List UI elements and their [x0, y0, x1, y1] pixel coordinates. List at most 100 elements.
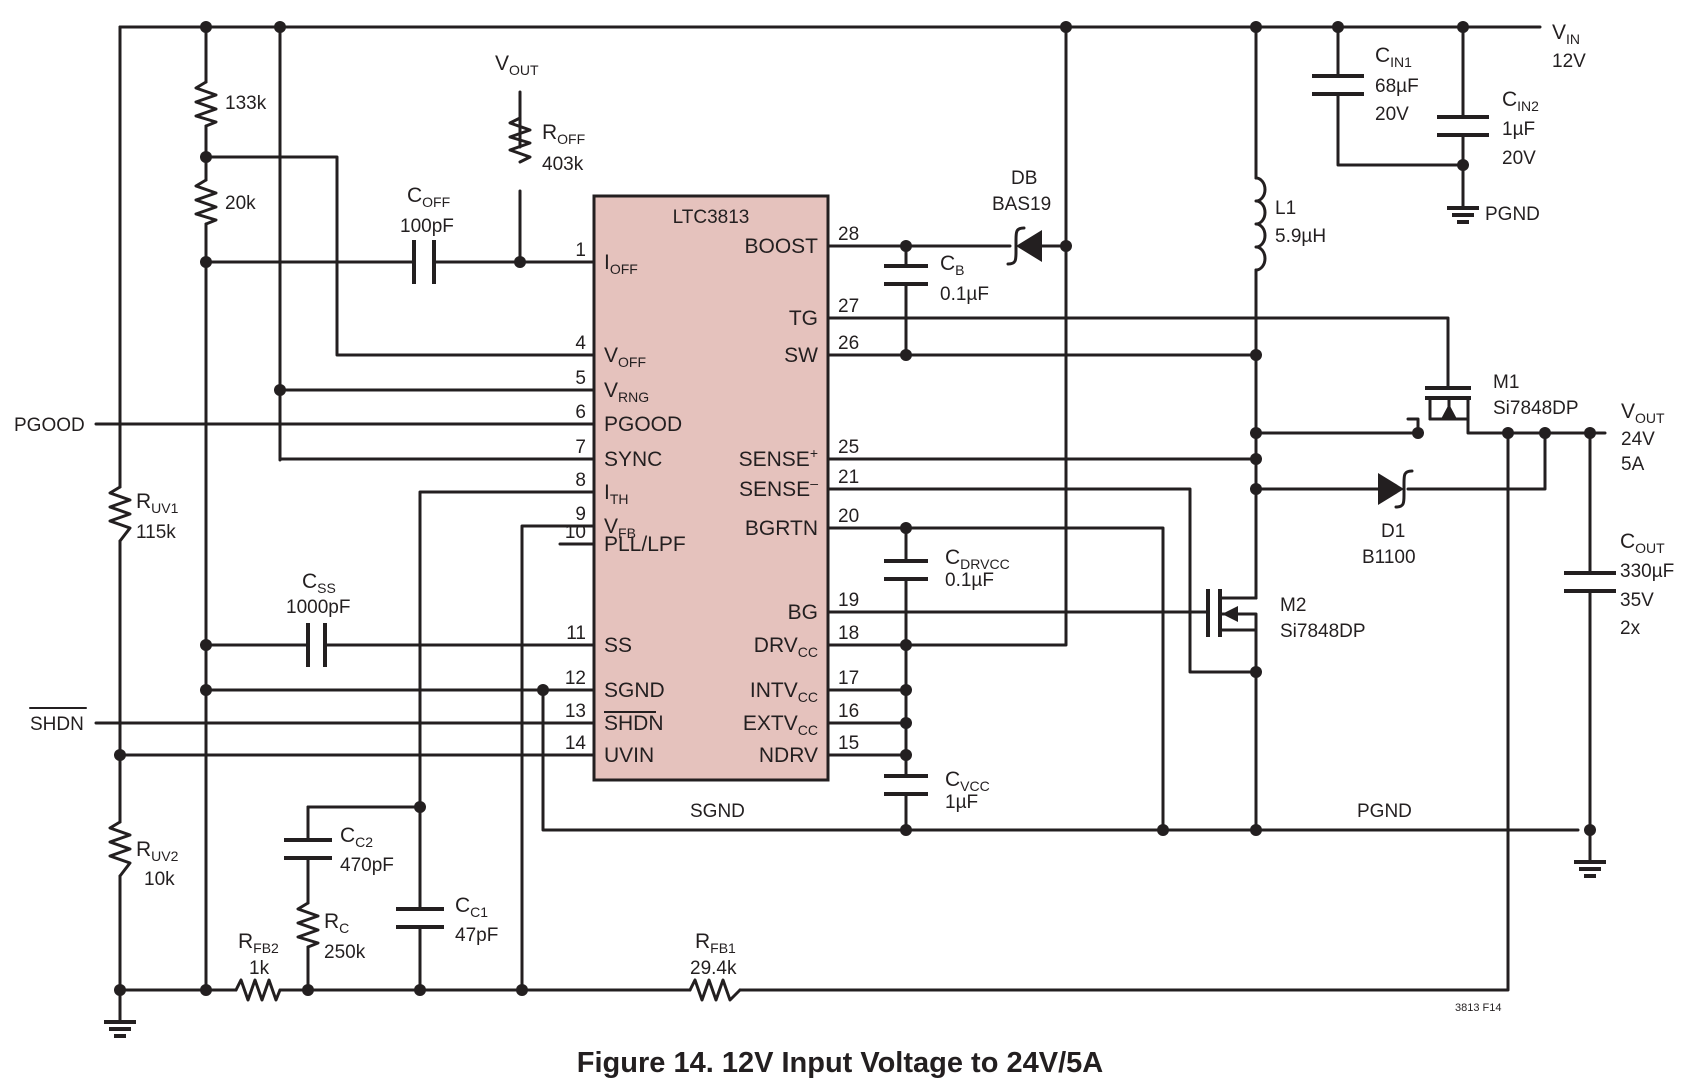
ruv1-label: RUV1: [136, 490, 179, 516]
ic-pin-number: 19: [838, 590, 859, 611]
resistor-rc: [296, 901, 320, 949]
ic-pin-number: 6: [575, 402, 586, 423]
junction-dot: [274, 21, 286, 33]
capacitor-cdrvcc: [884, 559, 928, 581]
ic-pin-label: BGRTN: [745, 517, 818, 540]
vout-label: VOUT: [1621, 400, 1665, 426]
ic-pin-label: EXTVCC: [743, 712, 818, 738]
ic-pin-label: VRNG: [604, 379, 649, 405]
resistor-rfb1: [688, 978, 742, 1002]
ic-pin-number: 5: [575, 368, 586, 389]
ic-pin-number: 7: [575, 437, 586, 458]
db-part: BAS19: [992, 194, 1051, 215]
junction-dot: [1250, 427, 1262, 439]
junction-dot: [1250, 453, 1262, 465]
cvcc-value: 1µF: [945, 792, 978, 813]
capacitor-css: [306, 623, 327, 667]
ic-pin-number: 10: [565, 522, 586, 543]
diode-db: [1006, 226, 1042, 266]
cb-label: CB: [940, 252, 965, 278]
ic-name: LTC3813: [673, 207, 750, 228]
m2-part: Si7848DP: [1280, 621, 1366, 642]
shdn-label: SHDN: [30, 714, 84, 735]
junction-dot: [1332, 21, 1344, 33]
ic-pin-label: SW: [784, 344, 818, 367]
resistors: [108, 80, 742, 1002]
junction-dot: [1250, 824, 1262, 836]
cin1-label: CIN1: [1375, 44, 1412, 70]
ic-pin-labels: 1IOFF4VOFF5VRNG6PGOOD7SYNC8ITH9VFB10PLL/…: [565, 224, 859, 767]
figure-code: 3813 F14: [1455, 1002, 1501, 1014]
ic-pin-label: UVIN: [604, 744, 654, 767]
junction-dot: [900, 349, 912, 361]
cout-label: COUT: [1620, 530, 1665, 556]
junction-dot: [1457, 21, 1469, 33]
ic-pin-number: 26: [838, 333, 859, 354]
cin2-rating: 20V: [1502, 148, 1536, 169]
coff-label: COFF: [407, 184, 450, 210]
d1-part: B1100: [1362, 547, 1416, 568]
cb-value: 0.1µF: [940, 284, 989, 305]
rfb1-label: RFB1: [695, 930, 736, 956]
vout-top-label: VOUT: [495, 52, 539, 78]
junction-dot: [1157, 824, 1169, 836]
capacitors: [284, 74, 1616, 929]
css-label: CSS: [302, 570, 336, 596]
ic-pin-number: 1: [575, 240, 586, 261]
ic-pin-number: 28: [838, 224, 859, 245]
ic-pin-label: TG: [789, 307, 818, 330]
ruv2-value: 10k: [144, 869, 175, 890]
ground-symbols: [104, 198, 1606, 1038]
roff-label: ROFF: [542, 121, 585, 147]
junction-dot: [1539, 427, 1551, 439]
junction-dot: [1457, 159, 1469, 171]
junction-dot: [114, 984, 126, 996]
junction-dot: [1250, 666, 1262, 678]
ic-pin-number: 12: [565, 668, 586, 689]
capacitor-cb: [884, 264, 928, 286]
ic-pin-number: 25: [838, 437, 859, 458]
cout-count: 2x: [1620, 618, 1641, 639]
ic-pin-number: 11: [566, 623, 586, 644]
ic-pin-label: IOFF: [604, 251, 638, 277]
ic-pin-number: 4: [575, 333, 586, 354]
ic-pin-number: 13: [565, 701, 586, 722]
junction-dot: [414, 801, 426, 813]
ic-pin-label: SHDN: [604, 712, 664, 735]
capacitor-cin1: [1312, 74, 1364, 96]
junction-dot: [1060, 240, 1072, 252]
cc1-value: 47pF: [455, 925, 498, 946]
resistor-rfb2: [234, 978, 282, 1002]
rfb2-label: RFB2: [238, 930, 279, 956]
junction-dot: [274, 384, 286, 396]
ic-pin-label: INTVCC: [750, 679, 818, 705]
rc-value: 250k: [324, 942, 366, 963]
ic-pin-number: 27: [838, 296, 859, 317]
junction-dot: [1584, 824, 1596, 836]
mosfet-m2: [1206, 589, 1258, 637]
rc-label: RC: [324, 910, 349, 936]
cin1-rating: 20V: [1375, 104, 1409, 125]
r20k-label: 20k: [225, 193, 256, 214]
junction-dot: [537, 684, 549, 696]
diode-d1: [1378, 469, 1414, 509]
capacitor-cvcc: [884, 774, 928, 796]
ic-pin-number: 9: [575, 504, 586, 525]
junction-dot: [900, 240, 912, 252]
sgnd-label: SGND: [690, 801, 745, 822]
vin-value: 12V: [1552, 51, 1586, 72]
junction-dot: [1584, 427, 1596, 439]
vin-label: VIN: [1552, 21, 1580, 47]
inductor-l1: [1254, 176, 1267, 272]
db-name: DB: [1011, 168, 1037, 189]
cc2-label: CC2: [340, 824, 373, 850]
ic-pin-label: ITH: [604, 481, 629, 507]
cin2-label: CIN2: [1502, 88, 1539, 114]
junction-dot: [1060, 21, 1072, 33]
ic-pin-number: 8: [575, 470, 586, 491]
junction-dot: [1250, 21, 1262, 33]
ruv1-value: 115k: [136, 522, 176, 543]
cdrvcc-label: CDRVCC: [945, 546, 1010, 572]
ic-pin-label: BG: [788, 601, 818, 624]
